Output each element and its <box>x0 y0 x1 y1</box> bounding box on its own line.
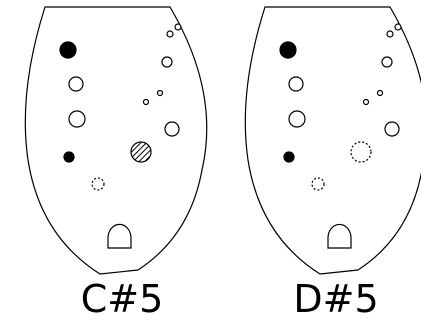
right-hole-medium-open <box>384 121 400 137</box>
left-hole-2-open <box>288 110 306 128</box>
upper-right-cluster-1-open <box>166 30 174 38</box>
right-hole-medium-open <box>164 121 180 137</box>
mouthpiece-left <box>107 223 132 249</box>
upper-right-cluster-3-open <box>381 56 393 68</box>
upper-right-cluster-2-open <box>394 23 402 31</box>
instrument-body-left <box>24 6 208 275</box>
left-hole-2-open <box>68 110 86 128</box>
middle-right-cluster-1-open <box>362 98 370 106</box>
thumb-hole-closed <box>59 41 77 59</box>
middle-right-cluster-2-open <box>376 89 384 97</box>
thumb-hole-closed <box>279 41 297 59</box>
upper-right-cluster-1-open <box>386 30 394 38</box>
small-dashed-hole-hidden <box>311 177 325 191</box>
small-left-hole-closed <box>63 151 75 163</box>
note-label-left: C#5 <box>80 277 164 321</box>
right-hole-large-hidden <box>350 141 372 163</box>
small-left-hole-closed <box>283 151 295 163</box>
left-hole-1-open <box>68 76 84 92</box>
note-label-right: D#5 <box>293 277 379 321</box>
instrument-body-right <box>244 6 421 275</box>
upper-right-cluster-2-open <box>174 23 182 31</box>
mouthpiece-right <box>327 223 352 249</box>
body-outline-left <box>24 6 208 275</box>
small-dashed-hole-hidden <box>91 177 105 191</box>
left-hole-1-open <box>288 76 304 92</box>
middle-right-cluster-1-open <box>142 98 150 106</box>
body-outline-right <box>244 6 421 275</box>
middle-right-cluster-2-open <box>156 89 164 97</box>
right-hole-large-half-covered <box>130 141 152 163</box>
upper-right-cluster-3-open <box>161 56 173 68</box>
